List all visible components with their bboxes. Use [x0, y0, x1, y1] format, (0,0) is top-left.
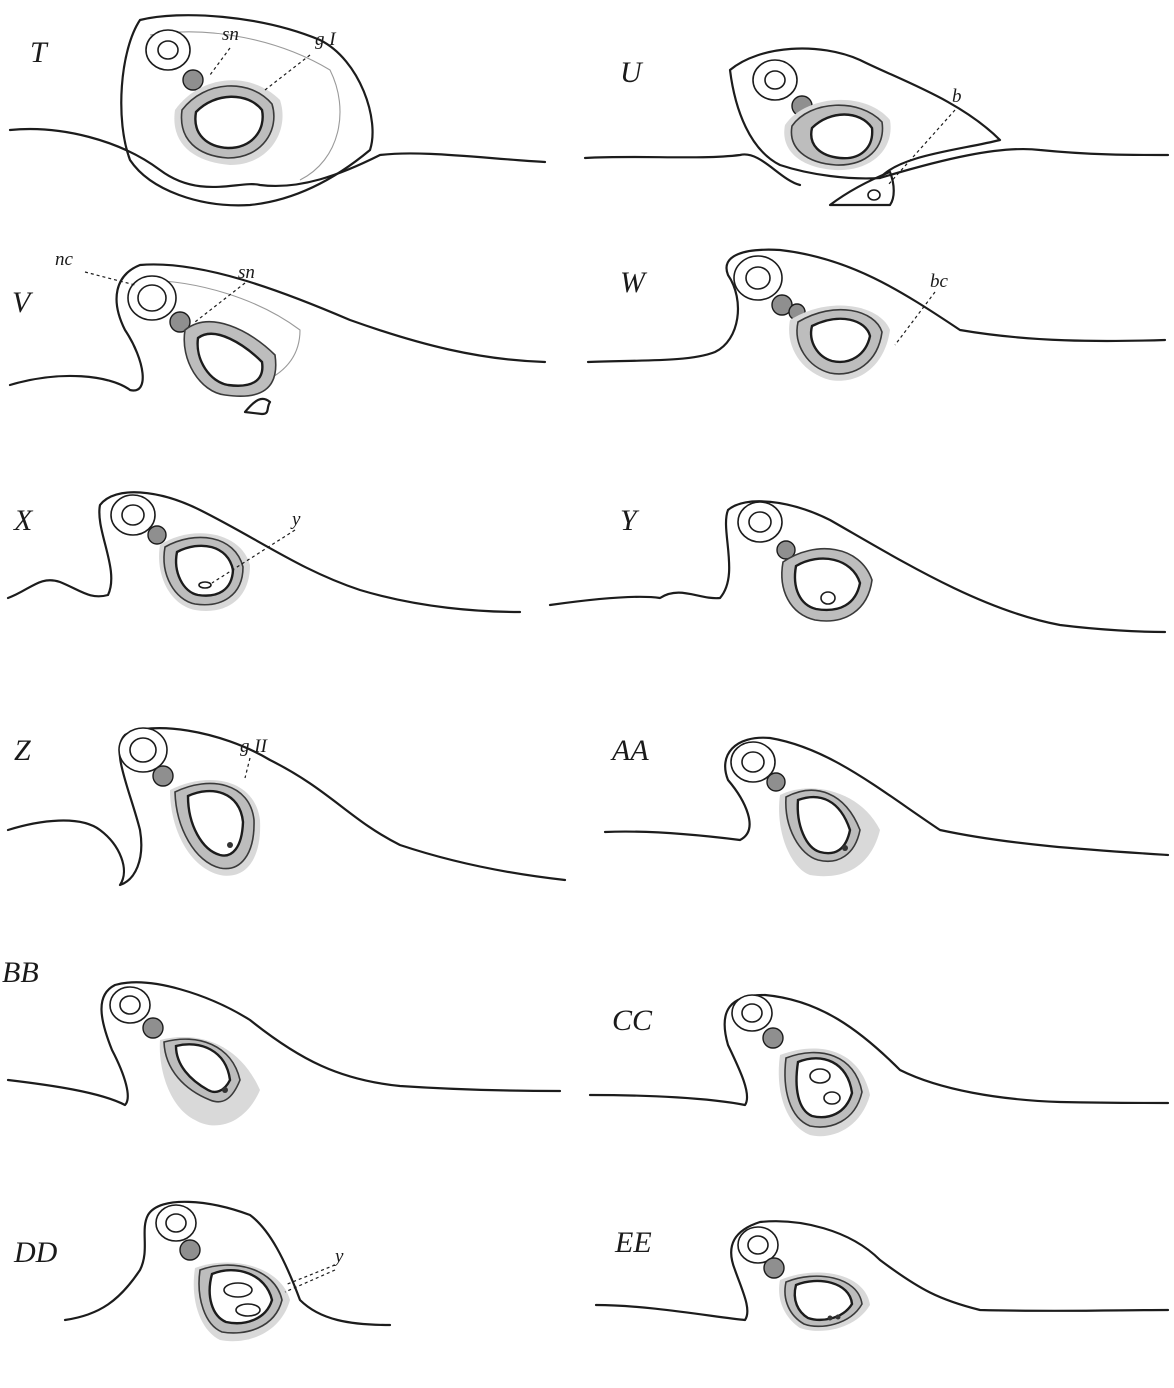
panel-label-dd: DD — [13, 1236, 58, 1269]
panel-z: Z g II — [8, 728, 565, 885]
notochord-inner-y — [749, 512, 771, 532]
gut-cavity-u — [811, 115, 872, 159]
fragment-v — [245, 399, 270, 414]
leader-sn-t — [210, 48, 230, 75]
structure-b-lumen-u — [868, 190, 880, 200]
notochord-inner-cc — [742, 1004, 762, 1022]
panel-v: V nc sn — [10, 249, 545, 414]
spinal-nerve-z — [153, 766, 173, 786]
notochord-inner-u — [765, 71, 785, 89]
inclusion-bb — [222, 1087, 228, 1093]
body-contour-t — [10, 129, 545, 187]
panel-label-t: T — [30, 36, 49, 69]
spinal-nerve-cc — [763, 1028, 783, 1048]
panel-cc: CC — [590, 995, 1168, 1136]
panel-ee: EE — [596, 1221, 1168, 1331]
body-contour-ee — [596, 1221, 1168, 1320]
panel-u: U b — [585, 49, 1168, 205]
panel-label-z: Z — [14, 734, 31, 767]
leader-b-u — [888, 110, 955, 185]
notochord-inner-z — [130, 738, 156, 762]
label-g-z: g II — [240, 736, 269, 757]
lumen-y — [821, 592, 835, 604]
body-contour-bb — [8, 982, 560, 1105]
inclusion-ee-b — [836, 1315, 841, 1320]
spinal-nerve-aa — [767, 773, 785, 791]
label-sn-v: sn — [238, 262, 255, 283]
panel-w: W bc — [588, 250, 1165, 381]
body-contour-aa — [605, 738, 1168, 855]
spinal-nerve-ee — [764, 1258, 784, 1278]
structure-y-x — [199, 582, 211, 588]
label-y-x: y — [290, 509, 301, 530]
label-sn-t: sn — [222, 24, 239, 45]
gut-cavity-t — [195, 97, 262, 148]
body-contour-x — [8, 492, 520, 612]
inclusion-z — [227, 842, 233, 848]
panel-label-cc: CC — [612, 1004, 653, 1037]
inclusion-aa — [842, 845, 848, 851]
lumen-dd-a — [224, 1283, 252, 1297]
body-contour-cc — [590, 995, 1168, 1105]
leader-g-t — [265, 55, 310, 90]
notochord-inner-dd — [166, 1214, 186, 1232]
label-g-t: g I — [315, 29, 337, 50]
notochord-inner-aa — [742, 752, 764, 772]
label-bc-w: bc — [930, 271, 949, 292]
panel-dd: DD y — [13, 1202, 390, 1341]
notochord-inner-ee — [748, 1236, 768, 1254]
panel-label-aa: AA — [610, 734, 649, 767]
panel-label-w: W — [620, 266, 648, 299]
lumen-cc-a — [810, 1069, 830, 1083]
panel-aa: AA — [605, 734, 1168, 876]
spinal-nerve-x — [148, 526, 166, 544]
panel-label-u: U — [620, 56, 644, 89]
panel-bb: BB — [2, 956, 560, 1125]
panel-t: T sn g I — [10, 15, 545, 205]
spinal-nerve-t — [183, 70, 203, 90]
notochord-inner-x — [122, 505, 144, 525]
lumen-dd-b — [236, 1304, 260, 1316]
panel-x: X y — [8, 492, 520, 612]
leader-g-z — [245, 758, 250, 778]
label-b-u: b — [952, 86, 962, 107]
spinal-nerve-dd — [180, 1240, 200, 1260]
body-contour-v — [10, 264, 545, 390]
label-nc-v: nc — [55, 249, 74, 270]
lumen-cc-b — [824, 1092, 840, 1104]
spinal-nerve-bb — [143, 1018, 163, 1038]
label-y-dd: y — [333, 1246, 344, 1267]
panel-label-x: X — [13, 504, 34, 537]
panel-label-v: V — [12, 286, 34, 319]
panel-label-ee: EE — [614, 1226, 652, 1259]
leader-sn-v — [195, 283, 245, 322]
panel-label-y: Y — [620, 504, 640, 537]
notochord-inner-w — [746, 267, 770, 289]
panel-label-bb: BB — [2, 956, 39, 989]
inclusion-ee-a — [828, 1316, 833, 1321]
notochord-inner-t — [158, 41, 178, 59]
notochord-inner-bb — [120, 996, 140, 1014]
body-contour-z — [8, 728, 565, 885]
neural-canal-inner-v — [138, 285, 166, 311]
panel-y: Y — [550, 501, 1165, 632]
